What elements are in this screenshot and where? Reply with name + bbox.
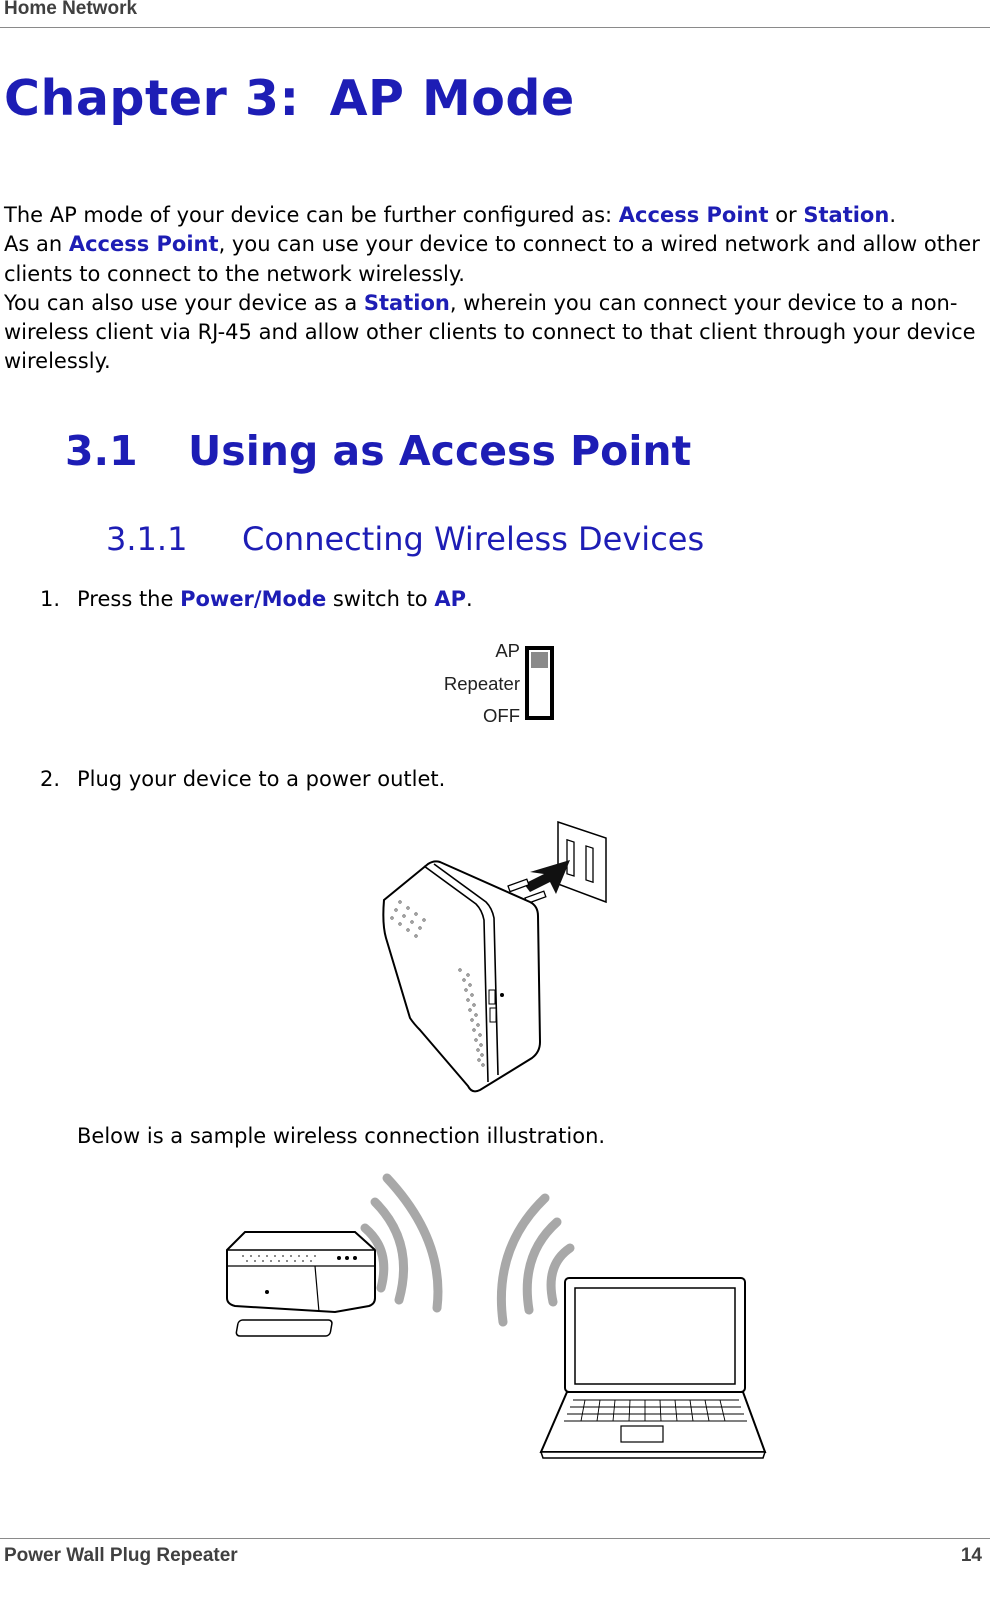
illustration-note: Below is a sample wireless connection il… [77,1124,606,1148]
footer-title: Power Wall Plug Repeater [4,1545,238,1566]
intro-paragraph-3: You can also use your device as a Statio… [4,290,976,374]
laptop-icon [539,1277,767,1459]
switch-label-off: OFF [483,705,520,726]
intro-paragraph-1: The AP mode of your device can be furthe… [4,203,896,227]
chapter-title: AP Mode [329,70,575,127]
subsection-number: 3.1.1 [106,520,188,558]
page-number: 14 [960,1545,982,1566]
subsection-title: Connecting Wireless Devices [242,520,705,558]
header-divider [0,27,990,28]
keyword-access-point: Access Point [68,232,219,257]
repeater-device-icon [226,1231,376,1337]
intro-paragraph-2: As an Access Point, you can use your dev… [4,232,980,286]
keyword-station: Station [363,290,450,315]
chapter-heading: Chapter 3: AP Mode [4,70,575,127]
device-body [382,860,542,1093]
plug-device-illustration [382,820,607,1093]
wifi-signal-icon [360,1173,575,1327]
keyword-power-mode: Power/Mode [180,587,327,611]
page-header: Home Network [4,0,138,19]
step-2: 2.Plug your device to a power outlet. [40,767,446,791]
subsection-heading: 3.1.1 Connecting Wireless Devices [106,520,704,558]
section-heading: 3.1 Using as Access Point [65,427,691,475]
wireless-connection-illustration [226,1173,767,1459]
section-number: 3.1 [65,427,138,475]
switch-knob [531,652,548,668]
mode-switch-illustration: AP Repeater OFF [444,640,554,726]
arrow-icon [524,860,570,894]
footer-divider [0,1538,990,1539]
keyword-station: Station [803,203,890,227]
keyword-ap: AP [434,587,466,611]
chapter-label: Chapter 3: [4,70,300,127]
intro-text: The AP mode of your device can be furthe… [4,201,994,377]
switch-label-ap: AP [495,640,520,661]
section-title: Using as Access Point [188,427,692,475]
keyword-access-point: Access Point [618,203,769,227]
step-1: 1.Press the Power/Mode switch to AP. [40,587,473,611]
switch-label-repeater: Repeater [444,673,520,694]
